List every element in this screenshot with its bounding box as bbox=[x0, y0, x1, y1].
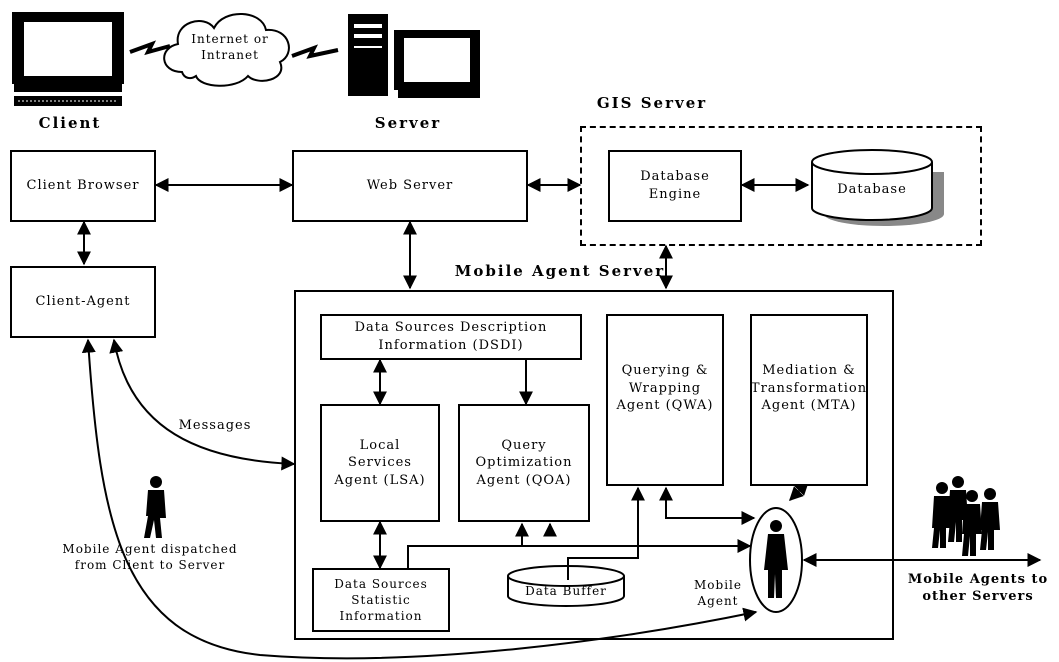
qwa-box: Querying & Wrapping Agent (QWA) bbox=[606, 314, 724, 486]
client-computer-icon bbox=[12, 12, 124, 106]
web-server-box: Web Server bbox=[292, 150, 528, 222]
messages-label: Messages bbox=[178, 418, 252, 433]
dispatch-note: Mobile Agent dispatched from Client to S… bbox=[62, 542, 238, 572]
mobile-agent-server-container bbox=[294, 290, 894, 640]
client-browser-box: Client Browser bbox=[10, 150, 156, 222]
database-cylinder bbox=[811, 149, 944, 226]
lsa-box: Local Services Agent (LSA) bbox=[320, 404, 440, 522]
mobile-agent-label: Mobile Agent bbox=[694, 578, 742, 608]
network-link-right-icon bbox=[291, 44, 339, 59]
to-other-servers-label: Mobile Agents to other Servers bbox=[907, 572, 1049, 604]
server-label: Server bbox=[374, 114, 442, 132]
client-label: Client bbox=[38, 114, 102, 132]
dsdi-box: Data Sources Description Information (DS… bbox=[320, 314, 582, 360]
network-link-left-icon bbox=[129, 40, 171, 56]
walking-agent-icon bbox=[144, 476, 166, 538]
gis-server-title: GIS Server bbox=[596, 94, 708, 112]
data-buffer-label: Data Buffer bbox=[525, 584, 607, 598]
mta-box: Mediation & Transformation Agent (MTA) bbox=[750, 314, 868, 486]
cloud-label: Internet or Intranet bbox=[191, 32, 269, 62]
client-agent-box: Client-Agent bbox=[10, 266, 156, 338]
server-computer-icon bbox=[348, 14, 480, 98]
dssi-box: Data Sources Statistic Information bbox=[312, 568, 450, 632]
cloud-icon bbox=[163, 13, 290, 87]
database-engine-box: Database Engine bbox=[608, 150, 742, 222]
gis-server-container bbox=[580, 126, 982, 246]
arrows bbox=[77, 178, 1042, 660]
person-icon bbox=[764, 520, 788, 598]
database-label: Database bbox=[837, 182, 907, 197]
mobile-agent-server-title: Mobile Agent Server bbox=[454, 262, 666, 280]
agent-group-icon bbox=[932, 476, 1000, 556]
qoa-box: Query Optimization Agent (QOA) bbox=[458, 404, 590, 522]
